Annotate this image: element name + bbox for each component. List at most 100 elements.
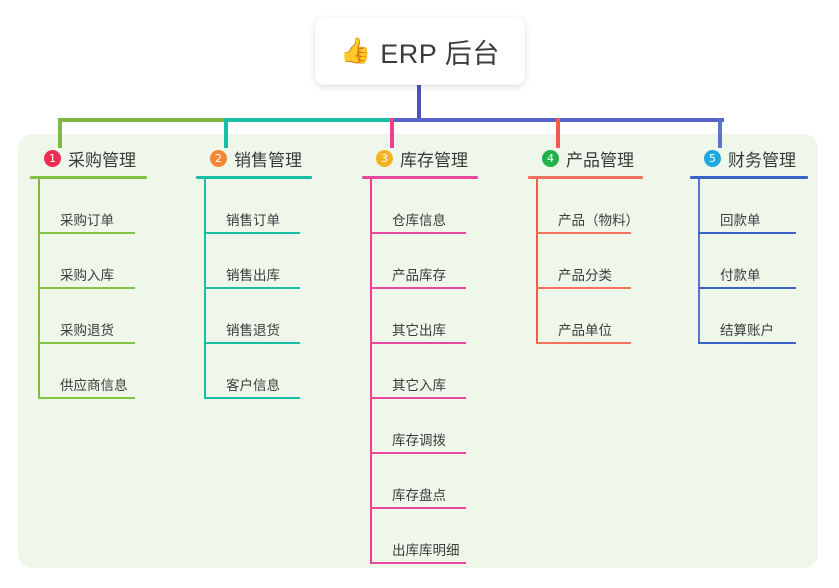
column-badge-1: 1 [44,149,61,167]
leaf-item-label: 其它出库 [392,323,446,338]
leaf-item-underline [370,397,466,399]
leaf-item[interactable]: 销售退货 [196,289,312,344]
leaf-item-label: 其它入库 [392,378,446,393]
leaf-item-underline [370,287,466,289]
column-badge-5: 5 [704,149,721,167]
leaf-item-underline [38,232,135,234]
column-items-1: 采购订单采购入库采购退货供应商信息 [30,179,147,399]
column-spine-5 [698,179,700,344]
leaf-item[interactable]: 出库库明细 [362,509,478,564]
leaf-item-underline [370,342,466,344]
leaf-item-label: 库存盘点 [392,488,446,503]
leaf-item[interactable]: 库存盘点 [362,454,478,509]
column-drop-connector-3 [390,118,394,148]
leaf-item[interactable]: 结算账户 [690,289,808,344]
column-underline-5 [690,176,808,179]
leaf-item-underline [698,287,796,289]
column-title-4: 产品管理 [566,150,634,170]
root-node-card[interactable]: 👍 ERP 后台 [315,18,525,85]
column-underline-1 [30,176,147,179]
leaf-item[interactable]: 产品分类 [528,234,643,289]
column-header-3[interactable]: 3 库存管理 [362,145,478,171]
column-4: 4 产品管理产品（物料） 产品分类产品单位 [528,145,643,344]
leaf-item-label: 产品库存 [392,268,446,283]
root-node-title: ERP 后台 [380,39,500,69]
leaf-item-label: 产品（物料） [558,213,639,228]
column-header-1[interactable]: 1 采购管理 [30,145,147,171]
leaf-item[interactable]: 回款单 [690,179,808,234]
leaf-item-label: 客户信息 [226,378,280,393]
leaf-item-underline [204,232,300,234]
leaf-item-label: 销售订单 [226,213,280,228]
column-2: 2 销售管理销售订单销售出库销售退货客户信息 [196,145,312,399]
column-badge-3: 3 [376,149,393,167]
column-drop-connector-2 [224,118,228,148]
column-badge-2: 2 [210,149,227,167]
column-title-1: 采购管理 [68,150,136,170]
column-header-2[interactable]: 2 销售管理 [196,145,312,171]
leaf-item-underline [38,287,135,289]
leaf-item-underline [536,232,631,234]
leaf-item[interactable]: 库存调拨 [362,399,478,454]
leaf-item-underline [370,507,466,509]
column-3: 3 库存管理仓库信息产品库存其它出库其它入库库存调拨库存盘点出库库明细 [362,145,478,564]
column-header-5[interactable]: 5 财务管理 [690,145,808,171]
column-items-4: 产品（物料） 产品分类产品单位 [528,179,643,344]
column-spine-3 [370,179,372,564]
column-5: 5 财务管理回款单付款单结算账户 [690,145,808,344]
column-title-3: 库存管理 [400,150,468,170]
leaf-item-underline [38,342,135,344]
leaf-item-label: 出库库明细 [392,543,460,558]
leaf-item-underline [204,397,300,399]
bus-segment-teal [226,118,392,122]
leaf-item-underline [204,342,300,344]
column-drop-connector-4 [556,118,560,148]
leaf-item[interactable]: 销售订单 [196,179,312,234]
column-badge-4: 4 [542,149,559,167]
column-underline-3 [362,176,478,179]
leaf-item[interactable]: 其它入库 [362,344,478,399]
leaf-item[interactable]: 销售出库 [196,234,312,289]
column-title-2: 销售管理 [234,150,302,170]
column-spine-2 [204,179,206,399]
root-node-content: 👍 ERP 后台 [340,32,500,71]
diagram-panel [18,134,818,568]
leaf-item-underline [536,342,631,344]
leaf-item[interactable]: 客户信息 [196,344,312,399]
leaf-item[interactable]: 产品库存 [362,234,478,289]
leaf-item-label: 采购订单 [60,213,114,228]
leaf-item[interactable]: 产品（物料） [528,179,643,234]
leaf-item[interactable]: 采购退货 [30,289,147,344]
leaf-item[interactable]: 其它出库 [362,289,478,344]
leaf-item-label: 结算账户 [720,323,774,338]
leaf-item-label: 回款单 [720,213,761,228]
column-1: 1 采购管理采购订单采购入库采购退货供应商信息 [30,145,147,399]
leaf-item-label: 仓库信息 [392,213,446,228]
leaf-item-underline [698,232,796,234]
column-items-2: 销售订单销售出库销售退货客户信息 [196,179,312,399]
leaf-item-underline [698,342,796,344]
leaf-item[interactable]: 采购入库 [30,234,147,289]
leaf-item-label: 供应商信息 [60,378,128,393]
column-spine-1 [38,179,40,399]
column-header-4[interactable]: 4 产品管理 [528,145,643,171]
leaf-item-label: 采购退货 [60,323,114,338]
leaf-item[interactable]: 付款单 [690,234,808,289]
leaf-item[interactable]: 仓库信息 [362,179,478,234]
leaf-item[interactable]: 供应商信息 [30,344,147,399]
column-items-5: 回款单付款单结算账户 [690,179,808,344]
bus-segment-green [58,118,226,122]
leaf-item-underline [38,397,135,399]
leaf-item-label: 采购入库 [60,268,114,283]
leaf-item-label: 销售退货 [226,323,280,338]
leaf-item-label: 产品单位 [558,323,612,338]
leaf-item-underline [370,452,466,454]
leaf-item[interactable]: 采购订单 [30,179,147,234]
leaf-item[interactable]: 产品单位 [528,289,643,344]
column-items-3: 仓库信息产品库存其它出库其它入库库存调拨库存盘点出库库明细 [362,179,478,564]
leaf-item-label: 销售出库 [226,268,280,283]
column-title-5: 财务管理 [728,150,796,170]
thumbs-up-icon: 👍 [340,37,372,65]
leaf-item-underline [204,287,300,289]
